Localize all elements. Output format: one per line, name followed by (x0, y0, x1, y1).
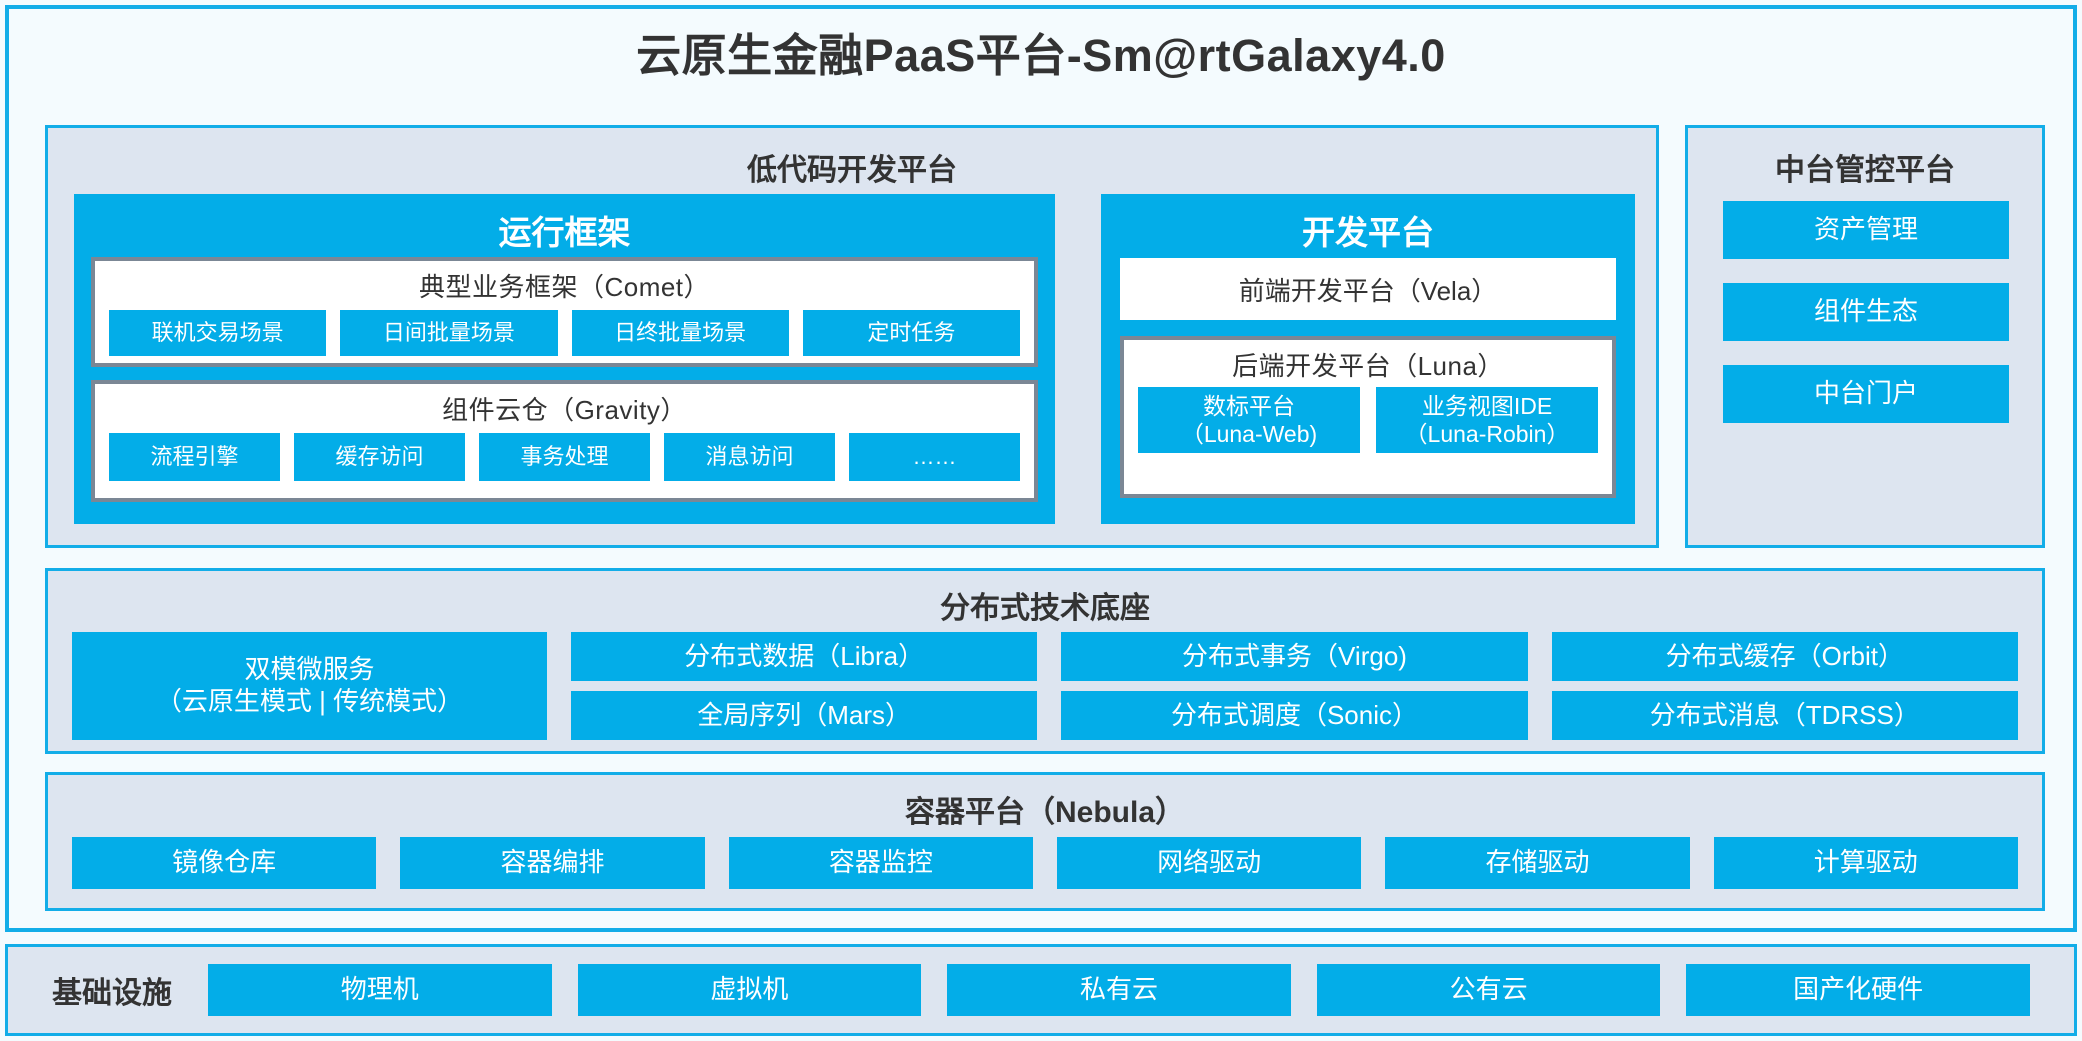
infrastructure-item-virtual-machine[interactable]: 虚拟机 (577, 964, 922, 1016)
distributed-item-virgo[interactable]: 分布式事务（Virgo) (1061, 632, 1528, 681)
comet-item[interactable]: 联机交易场景 (109, 310, 327, 356)
container-platform-panel: 容器平台（Nebula） 镜像仓库 容器编排 容器监控 网络驱动 存储驱动 计算… (45, 772, 2045, 911)
midoffice-item-portal[interactable]: 中台门户 (1723, 365, 2009, 423)
luna-item-row: 数标平台（Luna-Web) 业务视图IDE（Luna-Robin） (1124, 383, 1612, 453)
gravity-component-repo-box: 组件云仓（Gravity） 流程引擎 缓存访问 事务处理 消息访问 …… (91, 380, 1038, 502)
distributed-tech-base-panel: 分布式技术底座 双模微服务（云原生模式 | 传统模式） 分布式数据（Libra）… (45, 568, 2045, 754)
midoffice-item-asset-management[interactable]: 资产管理 (1723, 201, 2009, 259)
comet-item-row: 联机交易场景 日间批量场景 日终批量场景 定时任务 (95, 304, 1034, 356)
distributed-column-3: 分布式缓存（Orbit） 分布式消息（TDRSS） (1551, 632, 2018, 740)
page-title: 云原生金融PaaS平台-Sm@rtGalaxy4.0 (636, 30, 1446, 81)
infrastructure-item-private-cloud[interactable]: 私有云 (947, 964, 1291, 1016)
comet-business-framework-box: 典型业务框架（Comet） 联机交易场景 日间批量场景 日终批量场景 定时任务 (91, 257, 1038, 367)
distributed-column-2: 分布式事务（Virgo) 分布式调度（Sonic） (1061, 632, 1528, 740)
container-item-orchestration[interactable]: 容器编排 (400, 837, 705, 889)
dual-mode-microservice-block[interactable]: 双模微服务（云原生模式 | 传统模式） (72, 632, 547, 740)
distributed-item-sonic[interactable]: 分布式调度（Sonic） (1061, 691, 1528, 740)
midoffice-item-component-ecosystem[interactable]: 组件生态 (1723, 283, 2009, 341)
gravity-item[interactable]: 流程引擎 (109, 433, 280, 481)
gravity-title: 组件云仓（Gravity） (442, 395, 687, 425)
lowcode-platform-title: 低代码开发平台 (747, 154, 957, 187)
distributed-column-1: 分布式数据（Libra） 全局序列（Mars） (571, 632, 1038, 740)
luna-title: 后端开发平台（Luna） (1232, 351, 1504, 381)
distributed-body: 双模微服务（云原生模式 | 传统模式） 分布式数据（Libra） 全局序列（Ma… (72, 632, 2018, 740)
infrastructure-panel: 基础设施 物理机 虚拟机 私有云 公有云 国产化硬件 (5, 944, 2077, 1036)
frontend-dev-platform-vela[interactable]: 前端开发平台（Vela） (1120, 258, 1616, 320)
development-platform-block: 开发平台 前端开发平台（Vela） 后端开发平台（Luna） 数标平台（Luna… (1101, 194, 1635, 524)
diagram-root: 云原生金融PaaS平台-Sm@rtGalaxy4.0 低代码开发平台 运行框架 … (5, 5, 2077, 932)
container-item-storage-driver[interactable]: 存储驱动 (1385, 837, 1690, 889)
comet-item[interactable]: 定时任务 (802, 310, 1020, 356)
runtime-framework-block: 运行框架 典型业务框架（Comet） 联机交易场景 日间批量场景 日终批量场景 … (74, 194, 1055, 524)
gravity-item-more[interactable]: …… (849, 433, 1020, 481)
backend-dev-platform-luna: 后端开发平台（Luna） 数标平台（Luna-Web) 业务视图IDE（Luna… (1120, 336, 1616, 498)
lowcode-platform-panel: 低代码开发平台 运行框架 典型业务框架（Comet） 联机交易场景 日间批量场景… (45, 125, 1659, 548)
distributed-item-orbit[interactable]: 分布式缓存（Orbit） (1551, 632, 2018, 681)
distributed-item-tdrss[interactable]: 分布式消息（TDRSS） (1551, 691, 2018, 740)
comet-title: 典型业务框架（Comet） (418, 272, 711, 302)
gravity-item[interactable]: 缓存访问 (294, 433, 465, 481)
distributed-tech-base-title: 分布式技术底座 (940, 592, 1150, 625)
comet-item[interactable]: 日间批量场景 (340, 310, 558, 356)
container-item-monitoring[interactable]: 容器监控 (728, 837, 1033, 889)
gravity-item-row: 流程引擎 缓存访问 事务处理 消息访问 …… (95, 427, 1034, 481)
container-platform-title: 容器平台（Nebula） (904, 796, 1186, 829)
midoffice-control-panel: 中台管控平台 资产管理 组件生态 中台门户 (1685, 125, 2045, 548)
distributed-item-libra[interactable]: 分布式数据（Libra） (571, 632, 1038, 681)
luna-item-web[interactable]: 数标平台（Luna-Web) (1138, 387, 1360, 453)
container-item-row: 镜像仓库 容器编排 容器监控 网络驱动 存储驱动 计算驱动 (72, 837, 2018, 889)
infrastructure-item-public-cloud[interactable]: 公有云 (1316, 964, 1661, 1016)
comet-item[interactable]: 日终批量场景 (571, 310, 789, 356)
development-platform-title: 开发平台 (1302, 214, 1434, 251)
runtime-framework-title: 运行框架 (498, 214, 631, 251)
container-item-image-registry[interactable]: 镜像仓库 (72, 837, 377, 889)
infrastructure-item-domestic-hardware[interactable]: 国产化硬件 (1686, 964, 2030, 1016)
container-item-compute-driver[interactable]: 计算驱动 (1713, 837, 2018, 889)
infrastructure-item-physical-machine[interactable]: 物理机 (208, 964, 552, 1016)
midoffice-item-list: 资产管理 组件生态 中台门户 (1723, 201, 2009, 423)
luna-item-robin[interactable]: 业务视图IDE（Luna-Robin） (1376, 387, 1598, 453)
gravity-item[interactable]: 消息访问 (664, 433, 835, 481)
distributed-item-mars[interactable]: 全局序列（Mars） (571, 691, 1038, 740)
container-item-network-driver[interactable]: 网络驱动 (1056, 837, 1362, 889)
infrastructure-item-row: 物理机 虚拟机 私有云 公有云 国产化硬件 (208, 964, 2074, 1016)
midoffice-title: 中台管控平台 (1775, 154, 1955, 187)
infrastructure-label: 基础设施 (52, 977, 172, 1010)
gravity-item[interactable]: 事务处理 (479, 433, 650, 481)
